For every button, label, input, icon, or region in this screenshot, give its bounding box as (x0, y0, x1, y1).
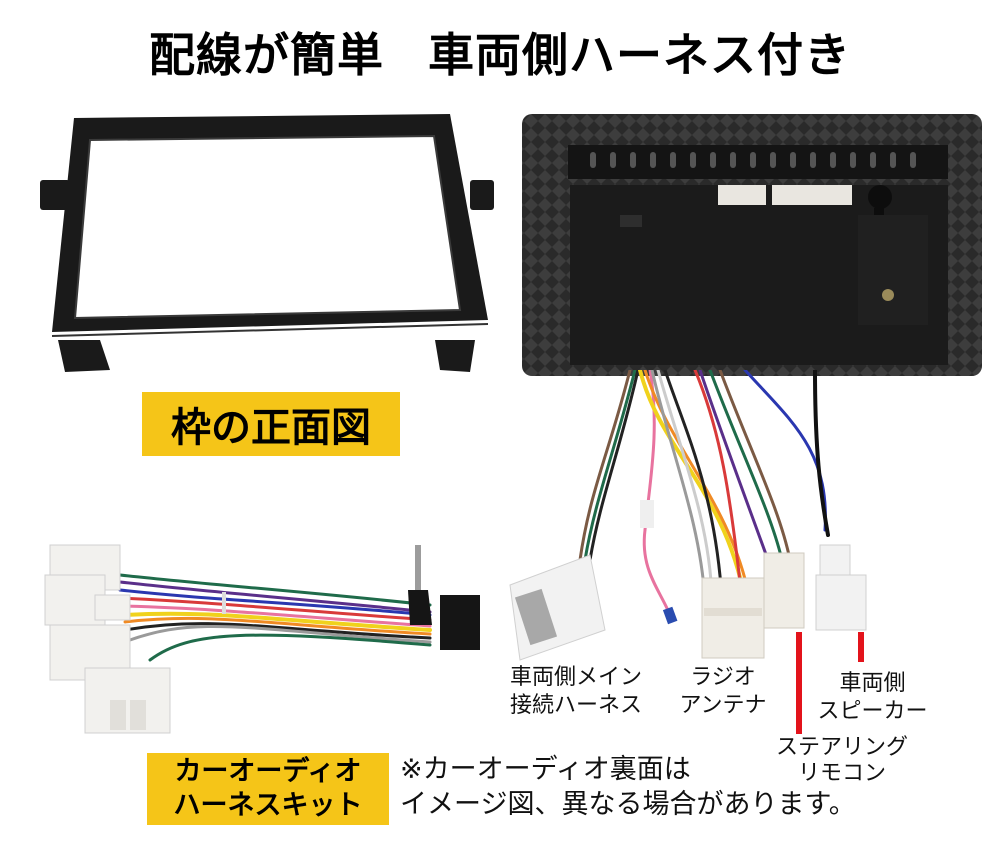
harness-kit-image (44, 544, 480, 734)
steering-connector (763, 552, 805, 629)
stereo-rear-panel-image (522, 114, 982, 376)
speaker-connector (815, 544, 867, 631)
mounting-frame-image (40, 114, 494, 372)
title-part-2: 車両側ハーネス付き (428, 28, 851, 82)
harness-kit-label-line1: カーオーディオ (174, 756, 362, 787)
harness-kit-label: カーオーディオ ハーネスキット (147, 753, 389, 825)
label-vehicle-speaker: 車両側 スピーカー (805, 670, 940, 726)
label-steering-remote-line2: リモコン (797, 761, 886, 786)
label-main-harness: 車両側メイン 接続ハーネス (496, 664, 656, 720)
label-steering-remote: ステアリング リモコン (762, 735, 922, 787)
disclaimer-line1: ※カーオーディオ裏面は (400, 754, 691, 785)
label-radio-antenna: ラジオ アンテナ (668, 664, 778, 720)
label-main-harness-line1: 車両側メイン (509, 665, 642, 690)
wiring-bundle (509, 370, 867, 661)
harness-kit-label-line2: ハーネスキット (173, 790, 363, 821)
label-vehicle-speaker-line2: スピーカー (817, 699, 928, 724)
main-harness-connector (509, 554, 606, 661)
disclaimer-note: ※カーオーディオ裏面は イメージ図、異なる場合があります。 (400, 752, 856, 822)
title-part-1: 配線が簡単 (149, 28, 384, 82)
speaker-indicator-line (858, 632, 864, 662)
antenna-connector (701, 577, 765, 659)
label-vehicle-speaker-line1: 車両側 (839, 671, 906, 696)
label-steering-remote-line1: ステアリング (775, 735, 908, 760)
frame-front-view-label: 枠の正面図 (142, 392, 400, 456)
steering-indicator-line (796, 632, 802, 734)
disclaimer-line2: イメージ図、異なる場合があります。 (400, 789, 856, 820)
label-radio-antenna-line1: ラジオ (690, 665, 756, 690)
label-main-harness-line2: 接続ハーネス (509, 693, 642, 718)
label-radio-antenna-line2: アンテナ (679, 693, 767, 718)
page-title: 配線が簡単車両側ハーネス付き (0, 30, 1000, 81)
